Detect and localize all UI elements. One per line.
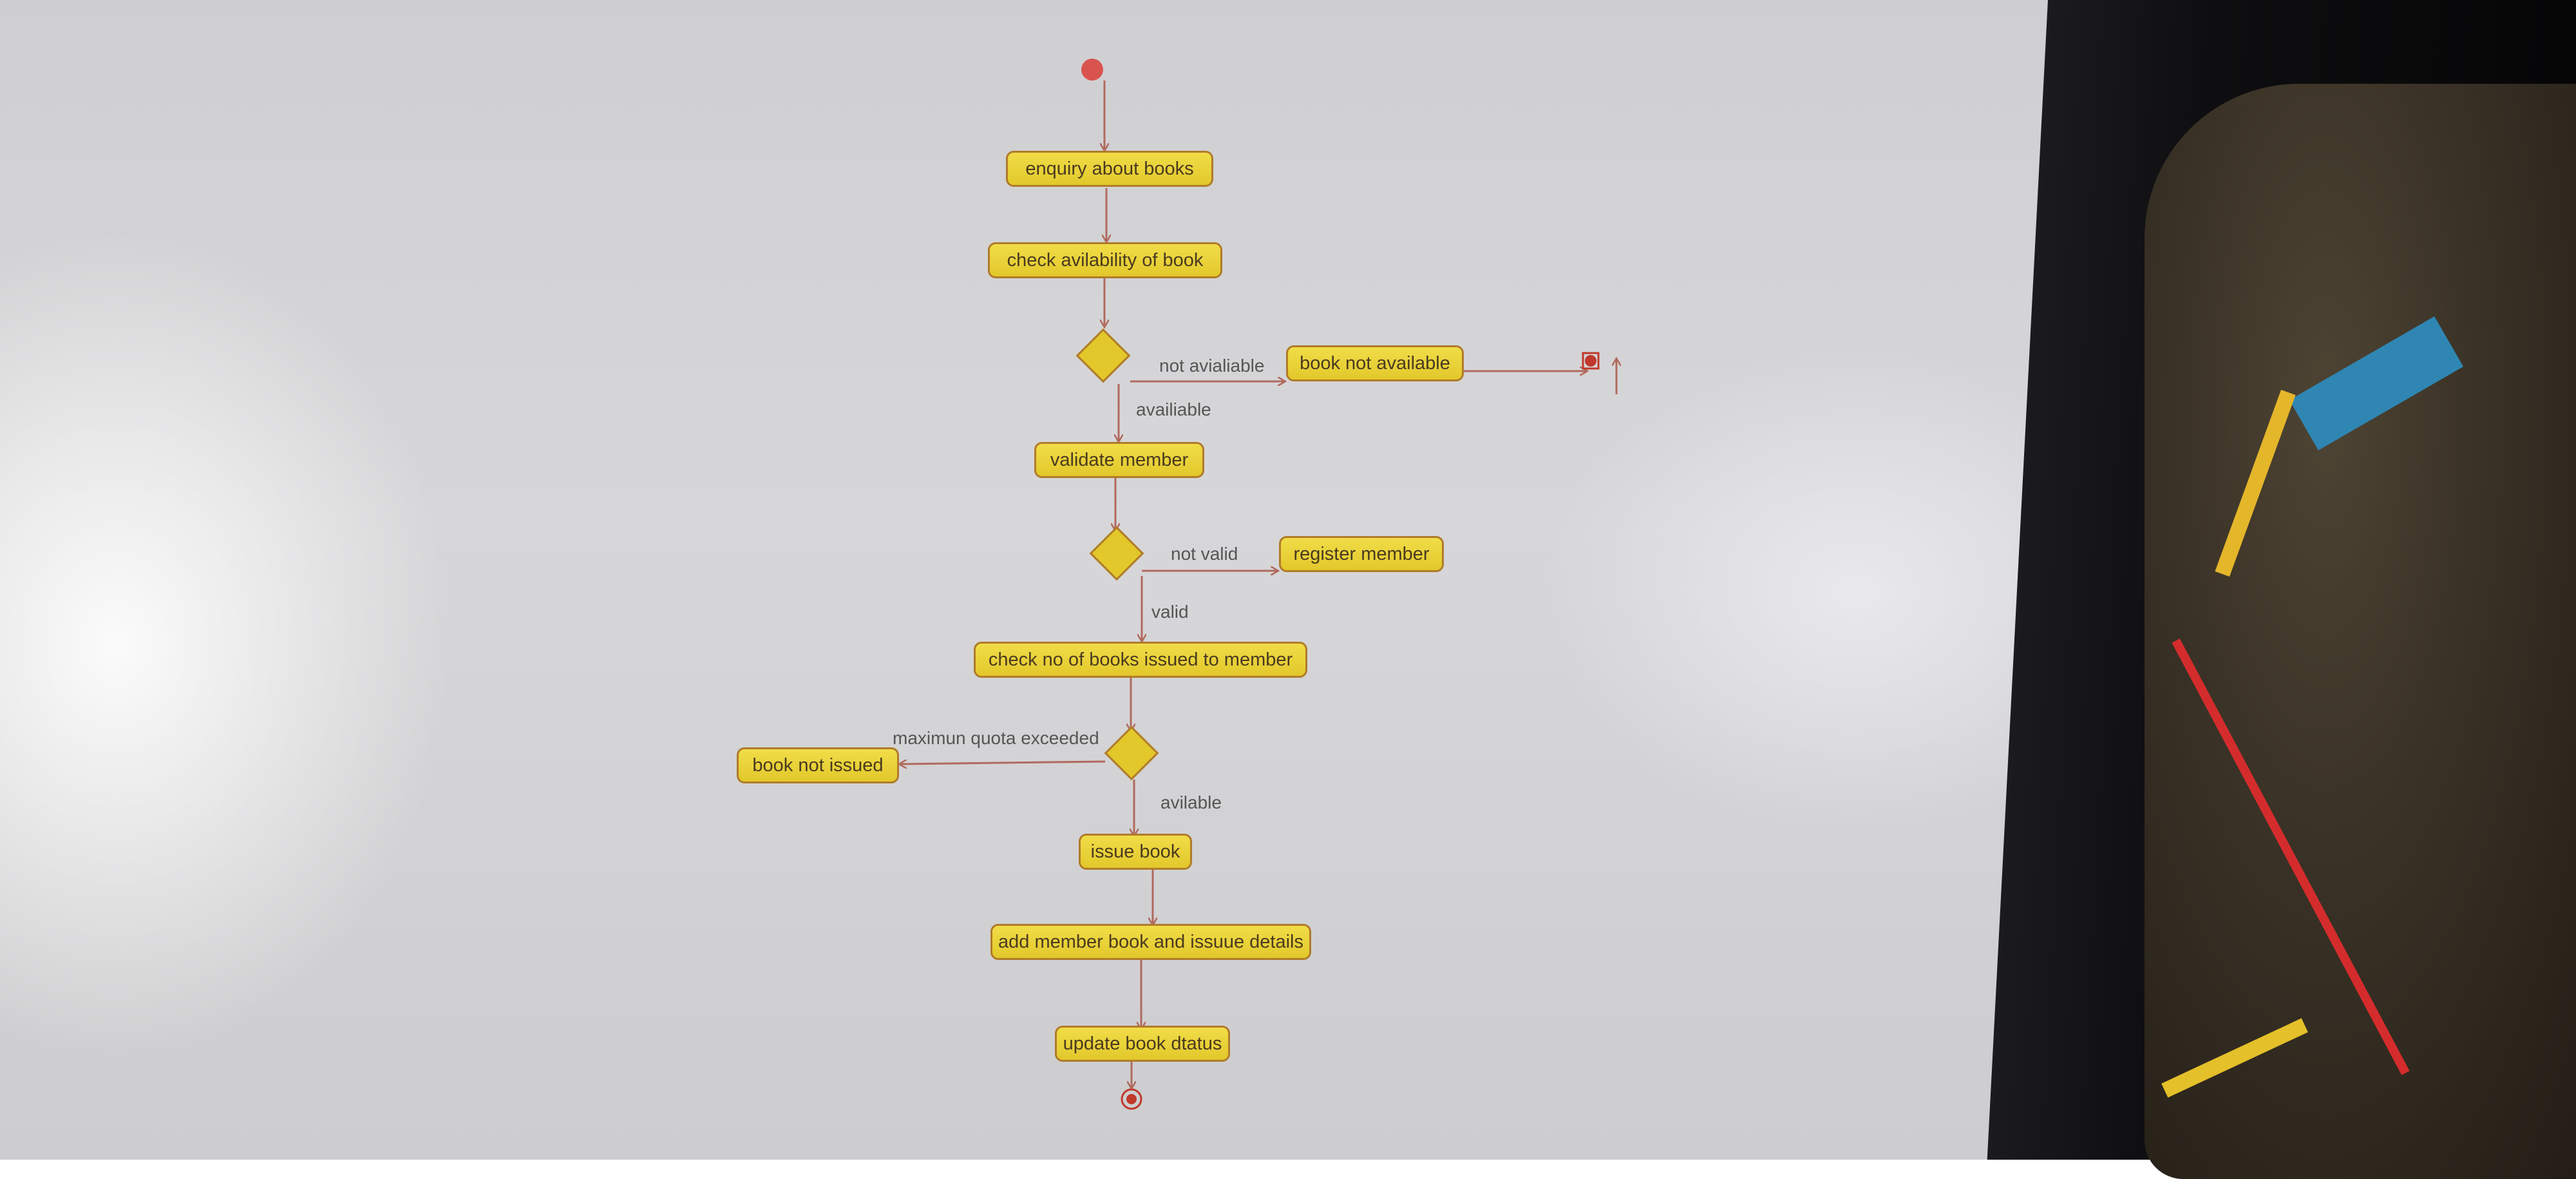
guard-available: availiable <box>1136 399 1211 419</box>
flow-lines <box>0 59 2260 1110</box>
action-enquiry-about-books: enquiry about books <box>1006 151 1213 187</box>
background-object <box>2145 84 2576 1179</box>
guard-valid: valid <box>1151 602 1189 622</box>
action-issue-book: issue book <box>1079 834 1192 870</box>
action-check-availability: check avilability of book <box>988 242 1222 278</box>
action-book-not-available: book not available <box>1286 345 1464 381</box>
initial-node <box>1081 59 1103 81</box>
action-update-book-status: update book dtatus <box>1055 1026 1230 1062</box>
selection-handle <box>1582 352 1600 370</box>
stripe-blue <box>2289 316 2464 450</box>
guard-not-available: not avialiable <box>1159 356 1265 376</box>
guard-quota-available: avilable <box>1160 792 1222 812</box>
flow-decision3-notissued <box>899 762 1106 764</box>
action-check-books-issued: check no of books issued to member <box>974 642 1307 678</box>
activity-diagram: enquiry about books check avilability of… <box>0 59 2260 1110</box>
action-book-not-issued: book not issued <box>737 747 899 783</box>
action-add-member-details: add member book and issuue details <box>990 924 1311 960</box>
action-register-member: register member <box>1279 536 1444 572</box>
final-node <box>1121 1088 1142 1110</box>
monitor-screen <box>0 0 2260 1160</box>
action-validate-member: validate member <box>1034 442 1204 478</box>
final-node-center <box>1126 1094 1137 1104</box>
guard-not-valid: not valid <box>1171 544 1238 564</box>
guard-quota-exceeded: maximun quota exceeded <box>893 728 1099 748</box>
flow-final-node <box>1585 355 1596 367</box>
